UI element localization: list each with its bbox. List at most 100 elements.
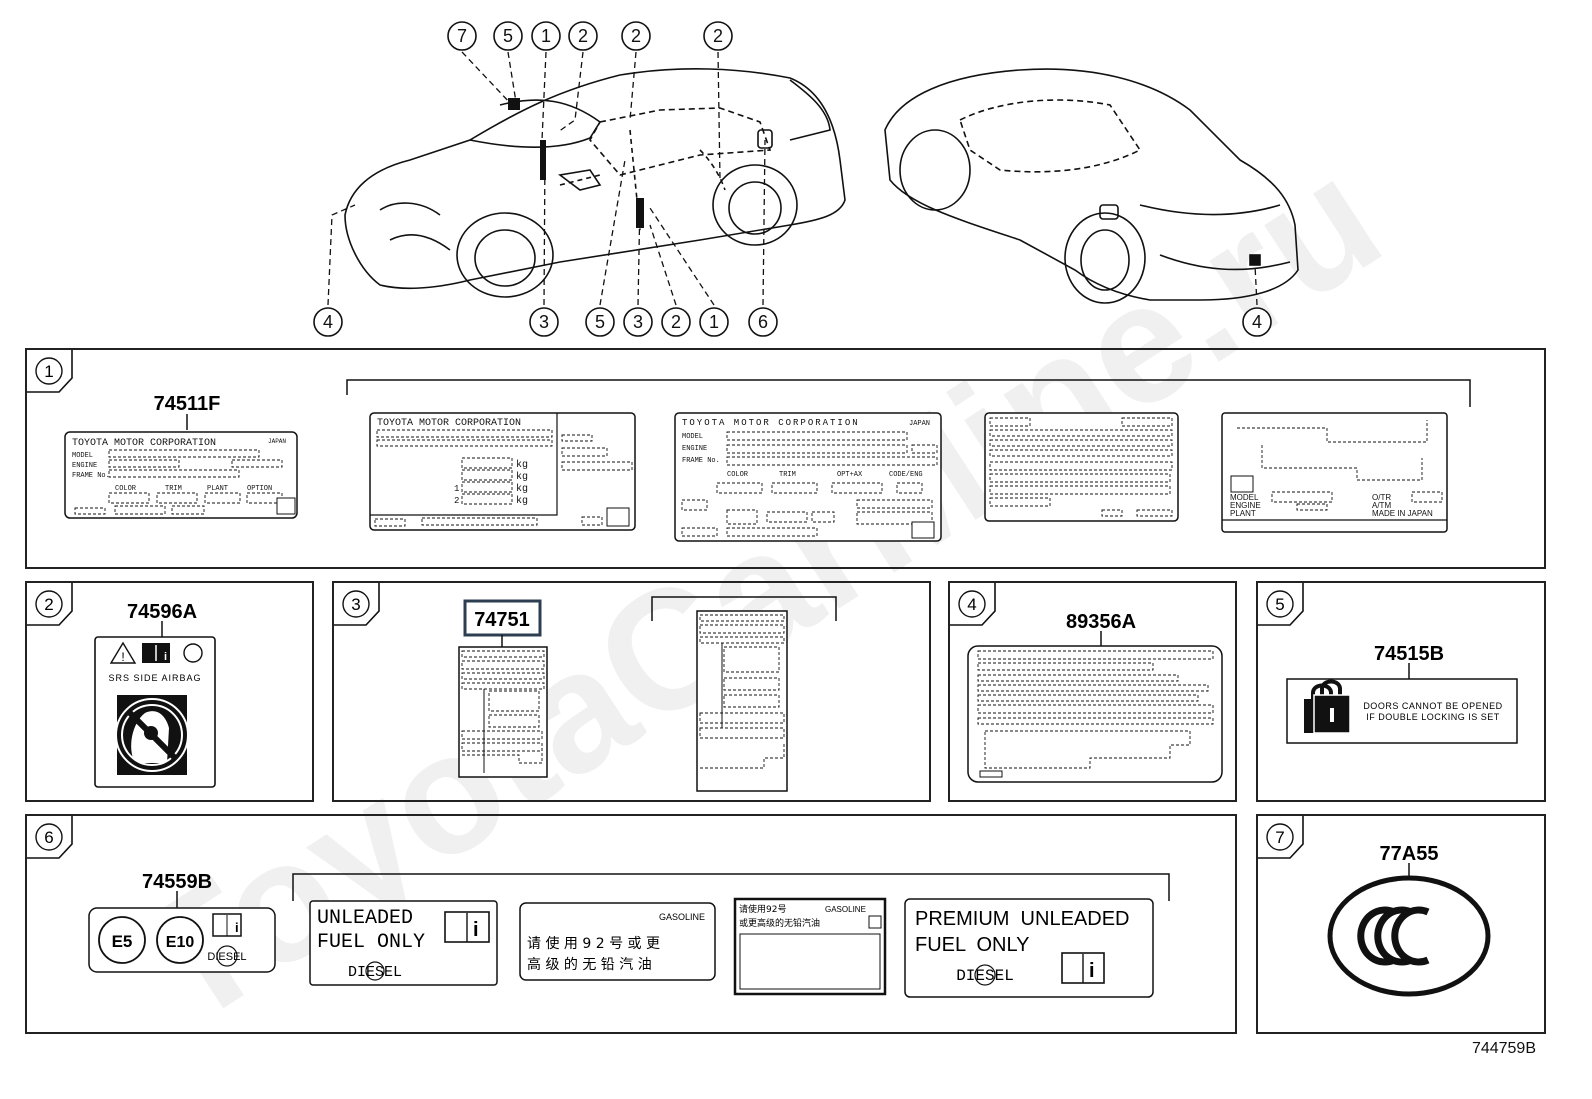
label-c-row-frame: FRAME No. xyxy=(682,457,720,465)
label-d xyxy=(984,412,1179,522)
cn-line-2: 或更高级的无铅汽油 xyxy=(739,917,820,929)
fuel-compat-label: E5 E10 i DIESEL xyxy=(88,907,276,973)
callout-label: 3 xyxy=(539,312,549,332)
panel-6: 6 74559B E5 E10 i DIESEL UNLEADED FUEL O… xyxy=(25,814,1237,1034)
label-b-unit-2: kg xyxy=(516,471,528,483)
manual-book-icon: i xyxy=(212,913,242,937)
panel-number: 7 xyxy=(1275,828,1284,847)
indicator-circle-icon xyxy=(183,643,203,663)
gasoline-cn-label-2: 请使用92号 GASOLINE 或更高级的无铅汽油 xyxy=(733,897,887,996)
diesel-text: DIESEL xyxy=(348,964,402,981)
panel-number: 6 xyxy=(44,828,53,847)
callout-circles: 7 5 1 2 2 2 4 3 5 3 2 1 6 4 xyxy=(313,21,1272,337)
panel-number-tab: 4 xyxy=(950,583,996,626)
e5-badge: E5 xyxy=(98,916,146,964)
panel-7: 7 77A55 xyxy=(1256,814,1546,1034)
svg-text:i: i xyxy=(235,920,239,935)
callout-label: 5 xyxy=(595,312,605,332)
double-locking-text-2: IF DOUBLE LOCKING IS SET xyxy=(1366,712,1500,722)
label-a-col-plant: PLANT xyxy=(207,485,228,493)
callout-4-right-car: 4 xyxy=(1242,307,1272,337)
label-e-row-atm: A/TM xyxy=(1372,501,1391,510)
label-b: TOYOTA MOTOR CORPORATION kg kg kg kg 1 2 xyxy=(369,412,636,531)
label-c-col-color: COLOR xyxy=(727,471,749,479)
callout-2-top-c: 2 xyxy=(703,21,733,51)
panel-4: 4 89356A xyxy=(948,581,1237,802)
panel-number-tab: 3 xyxy=(334,583,380,626)
double-locking-text-1: DOORS CANNOT BE OPENED xyxy=(1363,701,1502,711)
diesel-text: DIESEL xyxy=(207,951,246,963)
panel-number-tab: 7 xyxy=(1258,816,1304,859)
callout-label: 6 xyxy=(758,312,768,332)
callout-label: 2 xyxy=(578,26,588,46)
manual-book-icon: i xyxy=(1061,952,1105,984)
label-a-row-frame: FRAME No. xyxy=(72,472,110,480)
label-c-col-opt: OPT+AX xyxy=(837,471,863,479)
label-a-col-trim: TRIM xyxy=(165,485,182,493)
panel-number-tab: 1 xyxy=(27,350,73,393)
svg-text:i: i xyxy=(164,651,167,663)
panel-number-tab: 5 xyxy=(1258,583,1304,626)
label-e-made-in: MADE IN JAPAN xyxy=(1372,509,1433,518)
airbag-caption: SRS SIDE AIRBAG xyxy=(108,673,201,683)
callout-label: 2 xyxy=(713,26,723,46)
callout-2-bottom: 2 xyxy=(661,307,691,337)
label-b-axle-2: 2 xyxy=(454,496,459,506)
part-number: 74515B xyxy=(1374,643,1444,665)
diagram-id: 744759B xyxy=(1471,1040,1536,1057)
e5-text: E5 xyxy=(112,932,133,951)
callout-5-bottom: 5 xyxy=(585,307,615,337)
label-c-col-trim: TRIM xyxy=(779,471,796,479)
ccc-mark-icon xyxy=(1327,875,1491,997)
no-diesel-icon xyxy=(974,964,996,986)
gasoline-text: GASOLINE xyxy=(825,905,866,914)
cn-line-1: 请 使 用 9 2 号 或 更 xyxy=(527,935,660,952)
e10-badge: E10 xyxy=(156,916,204,964)
e10-text: E10 xyxy=(166,934,195,951)
svg-text:i: i xyxy=(473,919,479,941)
part-number: 77A55 xyxy=(1380,843,1439,865)
label-b-unit-1: kg xyxy=(516,459,528,471)
part-number: 74511F xyxy=(154,393,221,415)
double-locking-label: DOORS CANNOT BE OPENED IF DOUBLE LOCKING… xyxy=(1286,678,1518,744)
svg-text:!: ! xyxy=(121,650,124,664)
label-c-title: TOYOTA MOTOR CORPORATION xyxy=(682,418,860,428)
label-b-title: TOYOTA MOTOR CORPORATION xyxy=(377,418,521,429)
callout-label: 2 xyxy=(671,312,681,332)
panel-number: 3 xyxy=(351,595,360,614)
label-e: MODEL ENGINE PLANT O/TR A/TM MADE IN JAP… xyxy=(1221,412,1448,533)
premium-unleaded-label: PREMIUM UNLEADED FUEL ONLY DIESEL i xyxy=(904,898,1154,998)
label-b-unit-4: kg xyxy=(516,495,528,507)
label-e-row-plant: PLANT xyxy=(1230,509,1256,518)
label-b-axle-1: 1 xyxy=(454,484,459,494)
label-c-row-model: MODEL xyxy=(682,433,703,441)
callout-label: 5 xyxy=(503,26,513,46)
callout-label: 7 xyxy=(457,26,467,46)
no-child-seat-icon xyxy=(115,695,189,775)
unleaded-text: UNLEADED xyxy=(317,907,413,930)
unleaded-fuel-label: UNLEADED FUEL ONLY DIESEL i xyxy=(309,900,498,986)
bumper-caution-label xyxy=(967,645,1223,783)
label-e-row-engine: ENGINE xyxy=(1230,501,1261,510)
callout-1-bottom: 1 xyxy=(699,307,729,337)
panel-number: 2 xyxy=(44,595,53,614)
part-number: 74751 xyxy=(474,609,530,631)
label-a-title: TOYOTA MOTOR CORPORATION xyxy=(72,438,216,449)
label-c-col-code: CODE/ENG xyxy=(889,471,923,479)
callout-label: 4 xyxy=(1252,312,1262,332)
right-car-outline xyxy=(884,68,1299,304)
panel-2: 2 74596A ! i SRS SIDE AIRBAG xyxy=(25,581,314,802)
callout-6-bottom: 6 xyxy=(748,307,778,337)
callout-label: 2 xyxy=(631,26,641,46)
panel-number-tab: 2 xyxy=(27,583,73,626)
label-a-row-engine: ENGINE xyxy=(72,462,97,470)
premium-unleaded-text: PREMIUM UNLEADED xyxy=(915,908,1129,930)
tire-label-a xyxy=(458,646,548,778)
manual-book-icon: i xyxy=(444,911,490,943)
svg-text:i: i xyxy=(1089,960,1095,982)
label-a-col-color: COLOR xyxy=(115,485,137,493)
label-a-col-option: OPTION xyxy=(247,485,272,493)
part-number: 89356A xyxy=(1066,611,1136,633)
cn-line-1: 请使用92号 xyxy=(739,903,786,915)
label-c-country: JAPAN xyxy=(909,420,930,428)
